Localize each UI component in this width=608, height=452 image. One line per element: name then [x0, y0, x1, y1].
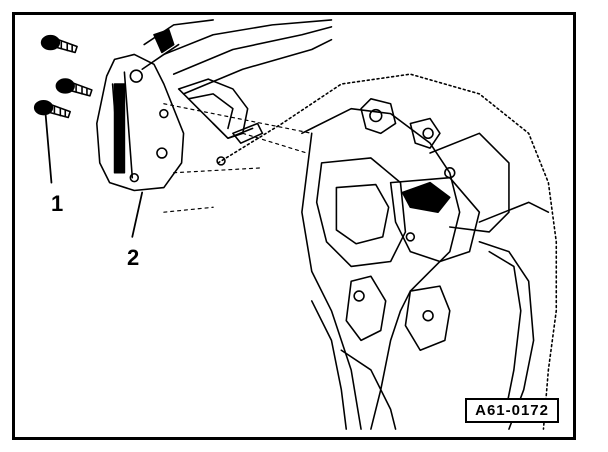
body-panel [217, 73, 558, 430]
bracket-part-2 [96, 43, 185, 192]
exploded-view-drawing [33, 19, 558, 430]
bolt-icon [40, 34, 78, 54]
figure-code-badge: A61-0172 [465, 398, 559, 423]
bolt-set-part-1 [33, 34, 93, 184]
callout-label-1: 1 [51, 191, 64, 216]
bolt-icon [55, 78, 93, 97]
illustration-frame: 1 2 A61-0172 [12, 12, 576, 440]
leader-line-2 [131, 191, 144, 238]
callout-label-2: 2 [127, 245, 140, 270]
assembly-guide-lines [163, 103, 313, 213]
guide-rail-assembly [143, 19, 333, 166]
bolt-icon [33, 99, 71, 119]
direction-arrow-icon [401, 181, 451, 213]
